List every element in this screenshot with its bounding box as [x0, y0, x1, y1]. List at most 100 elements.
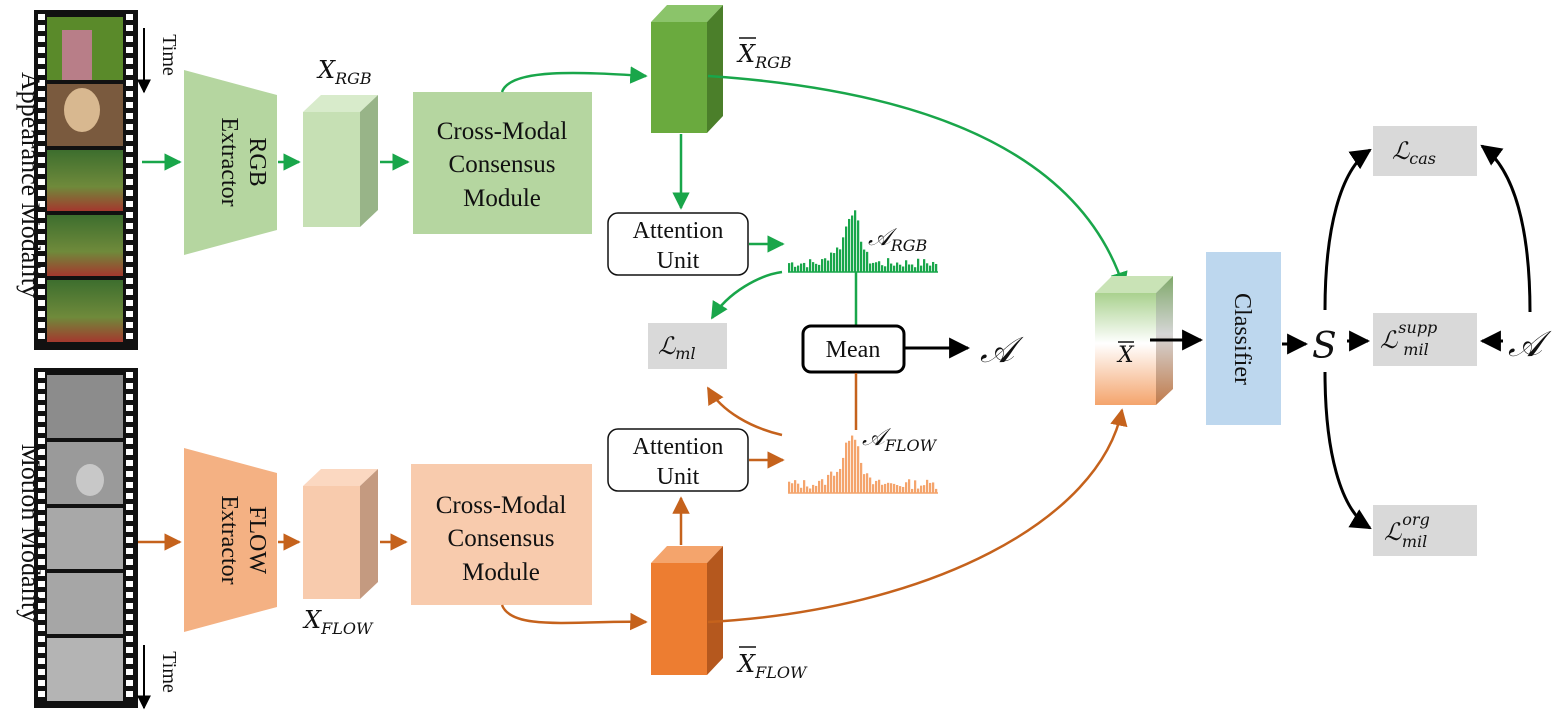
sprocket-hole — [38, 223, 45, 229]
sprocket-hole — [126, 592, 133, 598]
histogram-bar — [914, 267, 917, 272]
svg-text:Unit: Unit — [657, 248, 700, 274]
a-mean-label: 𝒜 — [980, 330, 1024, 371]
svg-text:ℒcas: ℒcas — [1392, 137, 1436, 168]
sprocket-hole — [38, 647, 45, 653]
x-flow-label: XFLOW — [302, 606, 374, 638]
histogram-bar — [875, 480, 878, 493]
svg-text:Time: Time — [158, 651, 180, 693]
sprocket-hole — [38, 25, 45, 31]
histogram-bar — [911, 264, 914, 272]
histogram-bar — [896, 262, 899, 272]
histogram-bar — [872, 262, 875, 272]
flow-frame-1 — [47, 375, 123, 438]
sprocket-hole — [38, 460, 45, 466]
histogram-bar — [920, 485, 923, 493]
sprocket-hole — [38, 245, 45, 251]
histogram-bar — [845, 442, 848, 493]
sprocket-hole — [126, 190, 133, 196]
histogram-bar — [794, 266, 797, 272]
sprocket-hole — [126, 47, 133, 53]
histogram-bar — [851, 215, 854, 272]
histogram-bar — [905, 482, 908, 493]
histogram-bar — [812, 484, 815, 493]
sprocket-hole — [126, 625, 133, 631]
flow-frame-4 — [47, 573, 123, 634]
histogram-bar — [839, 249, 842, 272]
sprocket-hole — [38, 157, 45, 163]
s-label: S — [1312, 326, 1337, 367]
sprocket-hole — [126, 691, 133, 697]
histogram-bar — [845, 226, 848, 272]
histogram-bar — [902, 486, 905, 493]
mean-box: Mean — [801, 324, 906, 374]
histogram-bar — [935, 488, 938, 493]
sprocket-hole — [126, 80, 133, 86]
sprocket-hole — [126, 658, 133, 664]
histogram-bar — [866, 251, 869, 272]
xbar-rgb-label: XRGB — [736, 40, 792, 72]
svg-text:Time: Time — [158, 34, 180, 76]
svg-text:Consensus: Consensus — [448, 525, 555, 552]
svg-text:Module: Module — [463, 185, 541, 212]
histogram-bar — [908, 479, 911, 493]
sprocket-hole — [38, 471, 45, 477]
svg-text:ℒml: ℒml — [658, 332, 696, 363]
svg-text:Consensus: Consensus — [449, 151, 556, 178]
histogram-bar — [863, 249, 866, 272]
histogram-bar — [848, 218, 851, 272]
histogram-bar — [791, 483, 794, 493]
sprocket-hole — [126, 603, 133, 609]
sprocket-hole — [38, 383, 45, 389]
x-rgb-label: XRGB — [316, 56, 372, 88]
histogram-bar — [881, 484, 884, 493]
sprocket-hole — [126, 245, 133, 251]
sprocket-hole — [38, 58, 45, 64]
xbar-fused-label: X — [1116, 343, 1135, 368]
time-arrow-bottom: Time — [137, 645, 180, 710]
sprocket-hole — [126, 504, 133, 510]
histogram-bar — [890, 263, 893, 272]
histogram-bar — [821, 479, 824, 493]
histogram-bar — [902, 266, 905, 272]
sprocket-hole — [126, 680, 133, 686]
histogram-bar — [806, 267, 809, 272]
sprocket-hole — [38, 636, 45, 642]
histogram-bar — [920, 265, 923, 272]
cmcm-flow-module: Cross-Modal Consensus Module — [411, 464, 592, 605]
histogram-bar — [923, 259, 926, 272]
sprocket-hole — [126, 322, 133, 328]
histogram-bar — [842, 237, 845, 272]
histogram-bar — [878, 479, 881, 493]
sprocket-hole — [38, 91, 45, 97]
sprocket-hole — [126, 581, 133, 587]
sprocket-hole — [38, 322, 45, 328]
sprocket-hole — [38, 80, 45, 86]
xbar-rgb-feature-block — [651, 5, 723, 133]
histogram-bar — [887, 482, 890, 493]
histogram-bar — [797, 483, 800, 493]
sprocket-hole — [126, 267, 133, 273]
histogram-bar — [818, 264, 821, 272]
loss-cas-box: ℒcas — [1373, 126, 1477, 176]
sprocket-hole — [38, 36, 45, 42]
sprocket-hole — [38, 333, 45, 339]
flow-frame-3 — [47, 508, 123, 569]
rgb-frame-4 — [47, 215, 123, 276]
histogram-bar — [833, 253, 836, 272]
sprocket-hole — [38, 372, 45, 378]
sprocket-hole — [126, 234, 133, 240]
sprocket-hole — [126, 102, 133, 108]
histogram-bar — [866, 473, 869, 493]
sprocket-hole — [38, 504, 45, 510]
histogram-bar — [827, 260, 830, 272]
sprocket-hole — [38, 493, 45, 499]
histogram-bar — [848, 440, 851, 493]
sprocket-hole — [38, 449, 45, 455]
sprocket-hole — [126, 449, 133, 455]
sprocket-hole — [126, 427, 133, 433]
sprocket-hole — [38, 625, 45, 631]
sprocket-hole — [38, 135, 45, 141]
